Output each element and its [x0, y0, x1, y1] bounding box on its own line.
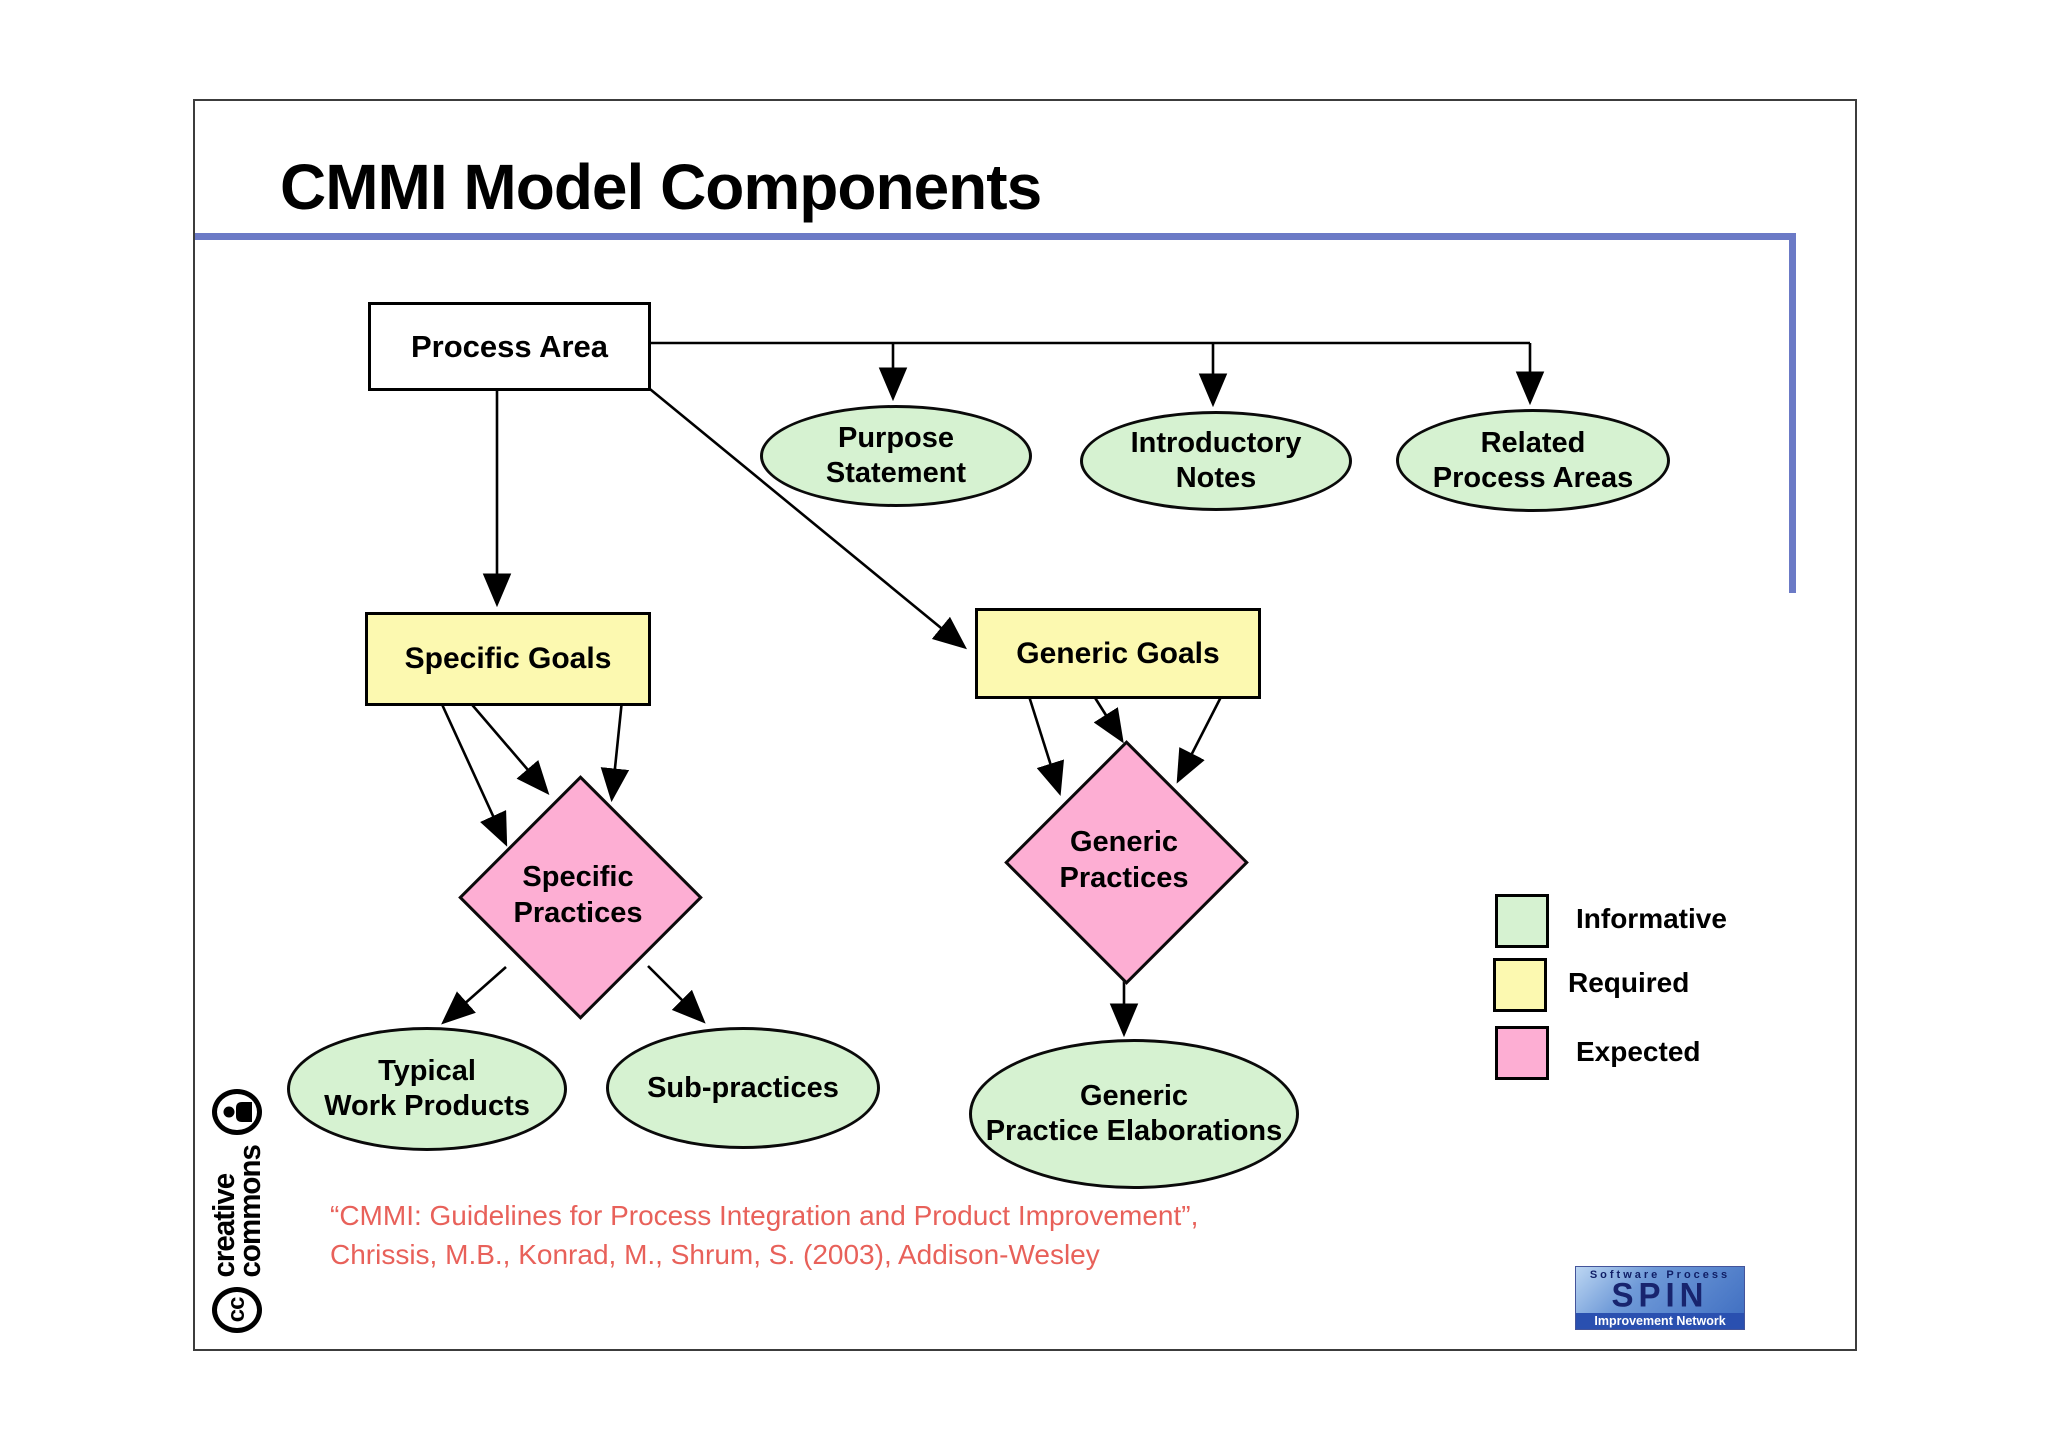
node-generic-practice-elaborations: Generic Practice Elaborations — [969, 1039, 1299, 1189]
node-generic-goals: Generic Goals — [975, 608, 1261, 699]
arrow-gg-gp-2 — [1090, 692, 1124, 744]
arrow-gg-gp-3 — [1176, 692, 1225, 784]
node-purpose-statement-line1: Purpose — [837, 422, 955, 454]
node-typical-work-products-line1: Typical — [378, 1055, 476, 1087]
citation: “CMMI: Guidelines for Process Integratio… — [330, 1196, 1198, 1274]
cc-icon-label: cc — [223, 1297, 250, 1323]
arrow-sp-sub-practices — [647, 965, 706, 1024]
node-generic-practices-line2: Practices — [1059, 862, 1189, 894]
slide-title: CMMI Model Components — [280, 151, 1042, 223]
arrow-sg-sp-1 — [438, 699, 508, 847]
node-specific-practices-line2: Practices — [513, 897, 643, 929]
legend-swatch-informative — [1495, 894, 1549, 948]
node-specific-practices-line1: Specific — [522, 861, 634, 893]
citation-line2: Chrissis, M.B., Konrad, M., Shrum, S. (2… — [330, 1239, 1100, 1270]
node-process-area: Process Area — [368, 302, 651, 391]
node-introductory-notes: Introductory Notes — [1080, 411, 1352, 511]
spin-logo-name: SPIN — [1611, 1275, 1709, 1314]
legend-label-required: Required — [1568, 967, 1690, 998]
node-related-process-areas-line2: Process Areas — [1432, 461, 1634, 494]
node-sub-practices: Sub-practices — [606, 1027, 880, 1149]
spin-logo-top-text: Software Process — [1589, 1269, 1731, 1281]
citation-line1: “CMMI: Guidelines for Process Integratio… — [330, 1200, 1199, 1231]
node-generic-practice-elaborations-line2: Practice Elaborations — [985, 1115, 1283, 1147]
arrow-sg-sp-2 — [467, 699, 550, 795]
node-purpose-statement: Purpose Statement — [760, 405, 1032, 507]
node-related-process-areas: Related Process Areas — [1396, 409, 1670, 512]
creative-commons-badge: cc creative commons — [206, 1089, 267, 1333]
title-rule-vertical — [1789, 233, 1796, 593]
spin-logo-bottom-text: Improvement Network — [1576, 1313, 1744, 1329]
node-generic-goals-label: Generic Goals — [1016, 636, 1220, 670]
creative-commons-word2: commons — [232, 1144, 267, 1278]
arrow-gg-gp-1 — [1026, 692, 1065, 796]
node-related-process-areas-line1: Related — [1480, 426, 1586, 459]
spin-logo: Software Process SPIN Improvement Networ… — [1575, 1266, 1745, 1330]
legend-label-expected: Expected — [1576, 1036, 1701, 1067]
arrow-sg-sp-3 — [600, 699, 630, 803]
node-process-area-label: Process Area — [410, 328, 609, 364]
arrow-sp-typical-work-products — [441, 966, 507, 1025]
node-introductory-notes-line2: Notes — [1175, 462, 1257, 494]
cc-icon: cc — [212, 1286, 262, 1333]
legend-swatch-required — [1493, 958, 1547, 1012]
node-generic-practices-line1: Generic — [1070, 826, 1178, 858]
node-specific-practices-label: Specific Practices — [468, 859, 688, 931]
legend-label-informative: Informative — [1576, 903, 1727, 934]
node-typical-work-products: Typical Work Products — [287, 1027, 567, 1151]
person-glyph — [223, 1102, 252, 1123]
node-purpose-statement-line2: Statement — [825, 457, 967, 489]
arrow-to-generic-goals — [644, 383, 968, 650]
creative-commons-wordmark: creative commons — [206, 1144, 267, 1278]
node-specific-goals: Specific Goals — [365, 612, 651, 706]
node-sub-practices-label: Sub-practices — [647, 1071, 839, 1104]
title-rule-horizontal — [195, 233, 1796, 240]
attribution-person-icon — [212, 1089, 262, 1136]
node-introductory-notes-line1: Introductory — [1130, 427, 1302, 459]
legend-swatch-expected — [1495, 1026, 1549, 1080]
node-specific-goals-label: Specific Goals — [404, 642, 612, 675]
node-generic-practice-elaborations-line1: Generic — [1080, 1080, 1188, 1112]
node-generic-practices-label: Generic Practices — [1014, 824, 1234, 896]
node-typical-work-products-line2: Work Products — [324, 1090, 530, 1122]
